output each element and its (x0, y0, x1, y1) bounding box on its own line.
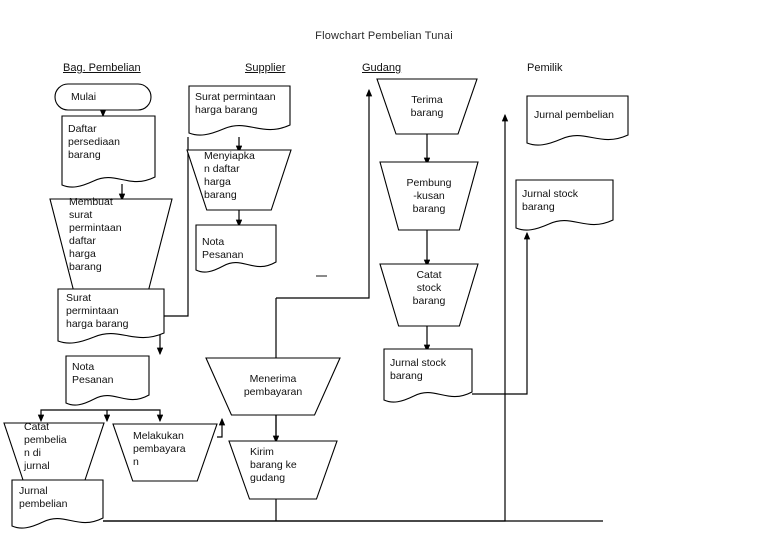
node-shape-pembungkusan (379, 161, 479, 231)
node-shape-jurnal-pembelian-pm (526, 95, 629, 146)
node-shape-terima-barang (376, 78, 478, 135)
node-shape-menyiapkan-daftar (186, 149, 292, 211)
connector-melakukan-to-menerima (217, 417, 226, 438)
node-shape-surat-permintaan-sp (188, 85, 291, 136)
node-shape-nota-pesanan-bp (65, 355, 150, 406)
node-shape-menerima-pembayaran (205, 357, 341, 416)
node-shape-daftar-persediaan (61, 115, 156, 188)
connector-jurnal-stock-to-pemilik (472, 231, 531, 395)
node-shape-jurnal-pembelian-bp (11, 479, 104, 529)
node-shape-catat-pembelian (3, 422, 105, 481)
connector-nota-bp-to-melakukan (107, 409, 164, 423)
connector-catat-stock-to-gudang-up (276, 88, 373, 299)
node-shape-jurnal-stock-gd (383, 348, 473, 403)
stray-mark-stray-dash (316, 275, 327, 277)
node-shape-nota-pesanan-sp (195, 224, 277, 273)
node-shape-mulai (54, 83, 152, 111)
connector-surat-to-supplier (164, 137, 189, 317)
node-shape-melakukan-pembayaran (112, 423, 218, 482)
node-shape-membuat-surat (49, 198, 173, 290)
column-header-supplier: Supplier (245, 62, 286, 74)
shape-group (3, 78, 629, 529)
node-shape-kirim-barang (228, 440, 338, 500)
column-header-bag-pembelian: Bag. Pembelian (63, 62, 141, 74)
page-title: Flowchart Pembelian Tunai (315, 30, 453, 42)
column-header-pemilik: Pemilik (527, 62, 563, 74)
column-header-gudang: Gudang (362, 62, 402, 74)
connector-nota-bp-to-catat (37, 409, 107, 423)
node-shape-catat-stock (379, 263, 479, 327)
node-shape-surat-permintaan-bp (57, 288, 165, 344)
stray-marks-group (316, 275, 327, 277)
node-shape-jurnal-stock-pm (515, 179, 614, 231)
